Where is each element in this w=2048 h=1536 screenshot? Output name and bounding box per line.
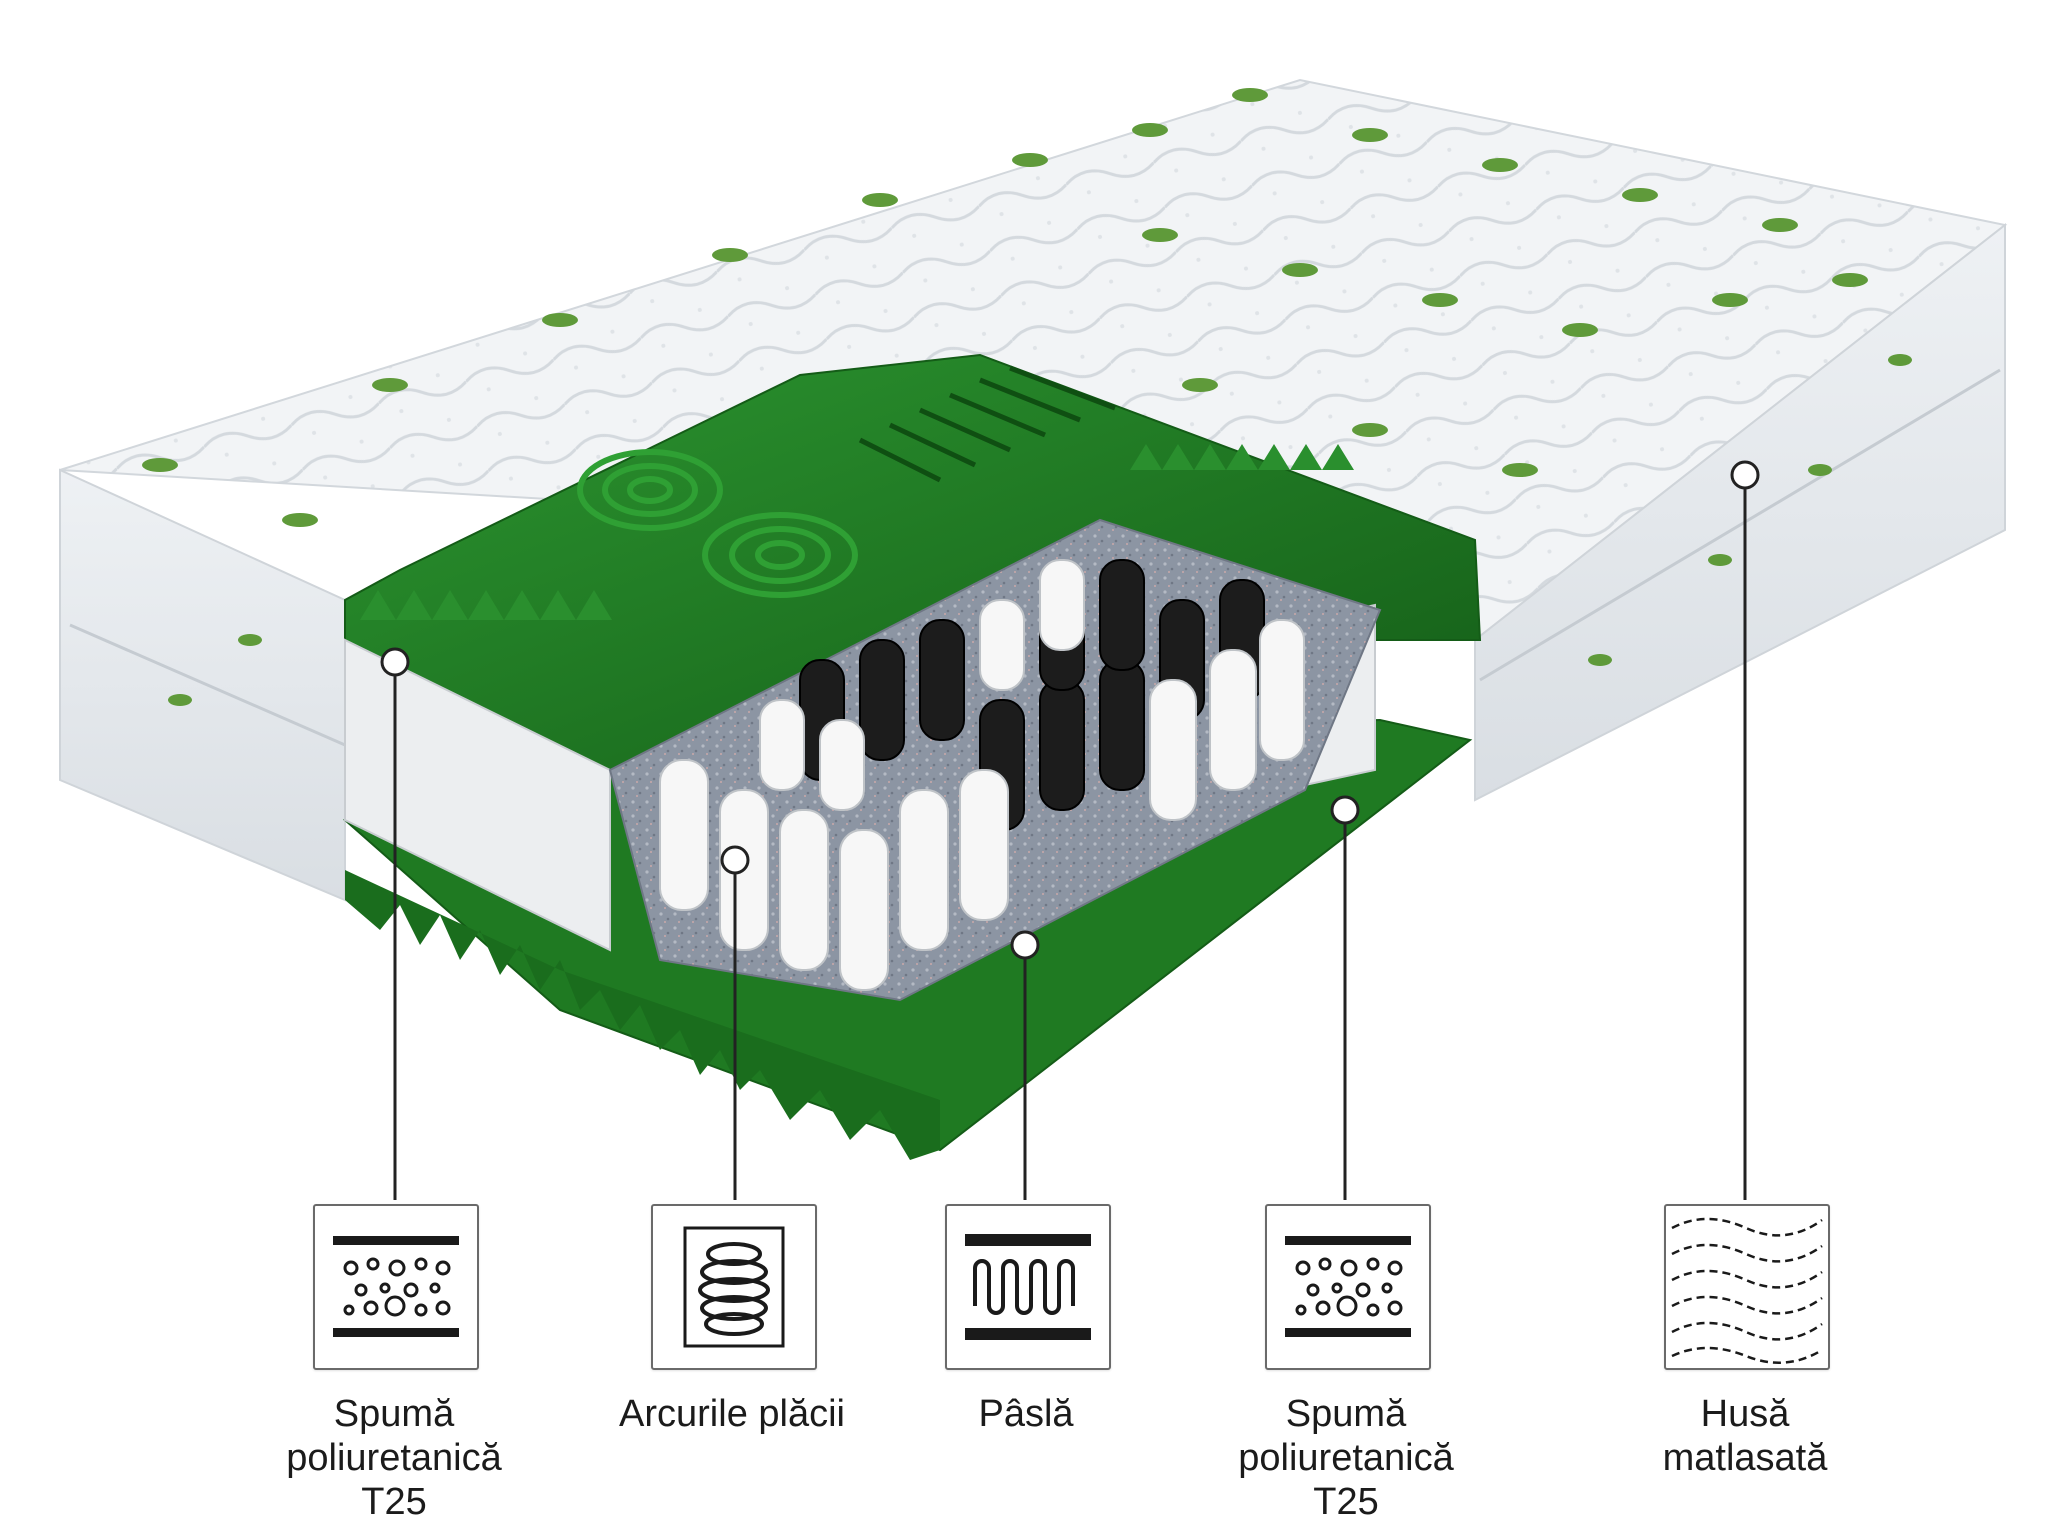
callout-dot-felt: [1010, 930, 1040, 960]
spring-coil-icon: [651, 1204, 817, 1370]
quilted-cover-icon: [1664, 1204, 1830, 1370]
leaf-pattern: [142, 88, 1912, 706]
callout-dot-bottom-foam: [1330, 795, 1360, 825]
foam-layer-icon: [1265, 1204, 1431, 1370]
label-top-foam: Spumă poliuretanică T25: [286, 1393, 502, 1523]
edge-support-left: [344, 638, 611, 952]
mattress-left-side: [59, 468, 346, 902]
foam-layer-icon: [313, 1204, 479, 1370]
callout-lines: [380, 460, 1760, 1200]
callout-dot-springs: [720, 845, 750, 875]
foam-spiral-relief: [577, 449, 858, 598]
foam-ribs: [858, 365, 1116, 483]
label-bottom-foam: Spumă poliuretanică T25: [1238, 1393, 1454, 1523]
callout-dot-top-foam: [380, 647, 410, 677]
felt-layer-icon: [945, 1204, 1111, 1370]
callout-dot-cover: [1730, 460, 1760, 490]
label-springs: Arcurile plăcii: [619, 1393, 845, 1435]
foam-egg-crate: [360, 444, 1354, 620]
label-felt: Pâslă: [978, 1393, 1074, 1435]
label-cover: Husă matlasată: [1662, 1393, 1828, 1479]
pocket-springs: [659, 559, 1305, 991]
bottom-foam-egg-profile: [345, 870, 940, 1160]
